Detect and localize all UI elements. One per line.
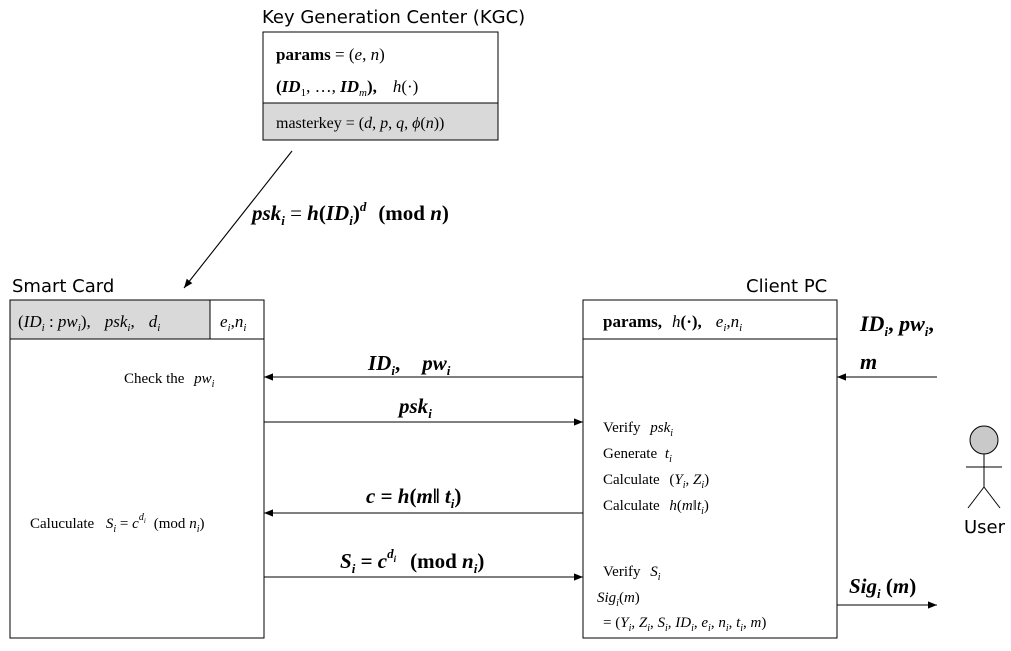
client-step-verify-s: Verify Si: [603, 564, 661, 583]
smart-card-title: Smart Card: [12, 276, 114, 297]
user-input-line1: IDi, pwi,: [859, 311, 934, 339]
kgc-params: params = (e, n): [276, 45, 385, 64]
msg-c-label: c = h(m‖ ti): [366, 484, 461, 511]
client-step-calculate-yz: Calculate (Yi, Zi): [603, 472, 709, 491]
kgc-secret-row: [262, 102, 499, 141]
client-step-verify-psk: Verify pski: [603, 420, 673, 439]
kgc-box: [262, 31, 499, 141]
smart-card-box: [9, 299, 265, 639]
client-step-calculate-hash: Calculate h(m‖ti): [603, 498, 709, 517]
signature-output-label: Sigi (m): [849, 574, 916, 601]
psk-issue-arrow: [183, 150, 293, 289]
kgc-ids: (ID1, …, IDm),h(·): [276, 77, 418, 99]
msg-s-label: Si = cdi(mod ni): [340, 546, 484, 576]
client-pc-header: params,h(·),ei,ni: [603, 312, 742, 334]
client-step-signature-tuple: = (Yi, Zi, Si, IDi, ei, ni, ti, m): [603, 615, 766, 634]
user-label: User: [964, 517, 1006, 538]
client-pc-title: Client PC: [746, 276, 827, 297]
client-step-generate: Generate ti: [603, 446, 672, 465]
kgc-masterkey: masterkey = (d, p, q, ϕ(n)): [276, 115, 444, 132]
smart-card-private: (IDi : pwi),pski,di: [18, 312, 160, 334]
user-icon: [966, 425, 1002, 509]
msg-psk-label: pski: [397, 394, 432, 421]
msg-id-pw-label: IDi,pwi: [367, 351, 451, 378]
client-pc-box: [582, 299, 838, 639]
user-input-line2: m: [860, 349, 877, 374]
smart-card-calculate-step: Caluculate Si = cdi(mod ni): [30, 512, 204, 535]
smart-card-check-step: Check the pwi: [124, 371, 215, 390]
psk-issue-label: pski = h(IDi)d(mod n): [250, 199, 449, 228]
client-step-signature: Sigi(m): [597, 590, 640, 609]
smart-card-public: ei,ni: [220, 312, 246, 334]
kgc-title: Key Generation Center (KGC): [262, 7, 525, 28]
